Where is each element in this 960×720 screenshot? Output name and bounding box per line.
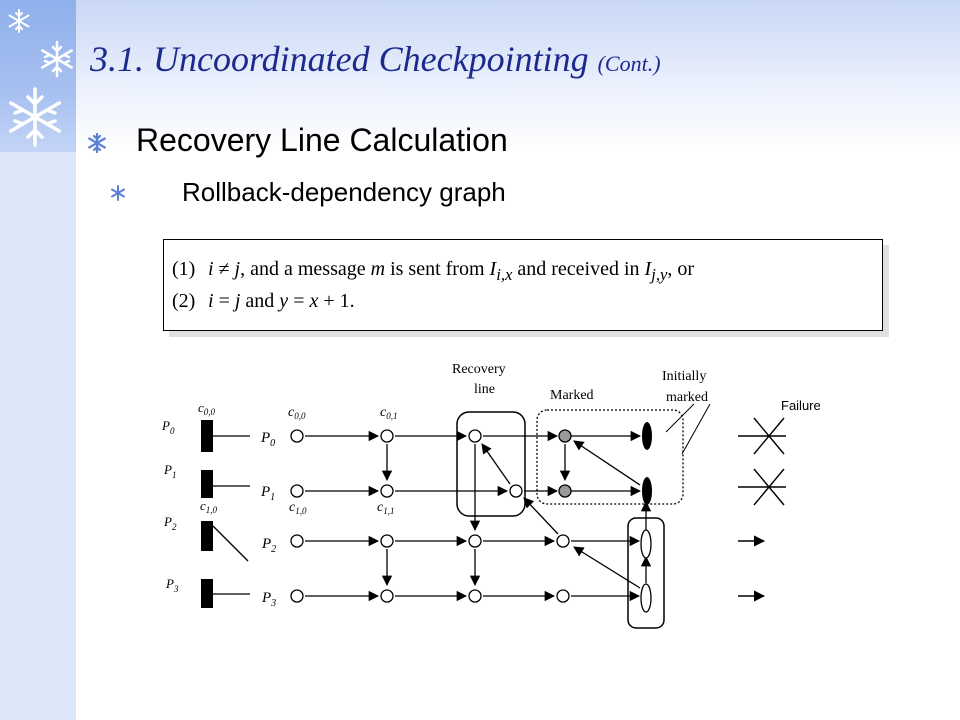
left-process-label: P3 bbox=[165, 576, 179, 594]
rule-2-j: j bbox=[234, 290, 241, 312]
title-main: 3.1. Uncoordinated Checkpointing bbox=[90, 39, 589, 79]
rule-2-y: y bbox=[279, 290, 289, 312]
rule-1-text-a: , and a message bbox=[240, 258, 371, 280]
recovery-line-label: Recovery bbox=[452, 362, 506, 377]
marked-node bbox=[558, 484, 572, 498]
checkpoint-label: c0,1 bbox=[380, 405, 397, 421]
checkpoint-node bbox=[290, 429, 304, 443]
rule-2-eq2: = bbox=[288, 290, 310, 312]
rule-1-j: j bbox=[234, 258, 241, 280]
snowflake-icon bbox=[9, 87, 61, 147]
checkpoint-node bbox=[509, 484, 523, 498]
message-line bbox=[212, 525, 249, 562]
rule-1-i: i bbox=[208, 258, 214, 280]
callout-line bbox=[665, 403, 695, 433]
checkpoint-label: c1,0 bbox=[289, 500, 307, 516]
rule-2-i: i bbox=[208, 290, 214, 312]
rule-2-and: and bbox=[240, 290, 280, 312]
process-label: P0 bbox=[260, 430, 275, 449]
initially-marked-node bbox=[640, 583, 652, 613]
checkpoint-bar bbox=[201, 579, 213, 608]
snowflake-bullet-icon bbox=[88, 132, 106, 154]
checkpoint-node bbox=[380, 429, 394, 443]
failure-cross bbox=[753, 417, 785, 455]
initially-marked-node bbox=[640, 529, 652, 559]
rule-1-neq: ≠ bbox=[213, 258, 235, 280]
rule-1-text-b: is sent from bbox=[385, 258, 490, 280]
rule-1-text-c: and received in bbox=[512, 258, 645, 280]
callout-line bbox=[681, 403, 711, 455]
rule-1-interval-from: I bbox=[489, 258, 497, 280]
rule-2-text-end: + 1. bbox=[318, 290, 355, 312]
checkpoint-node bbox=[468, 534, 482, 548]
initially-marked-label: marked bbox=[666, 390, 708, 405]
marked-label: Marked bbox=[550, 388, 594, 403]
asterisk-bullet-icon bbox=[111, 185, 125, 201]
left-timelines: P0 P1 P2 P3 c0,0 c1,0 bbox=[161, 400, 250, 608]
checkpoint-bar bbox=[201, 420, 213, 452]
failure-markers bbox=[738, 417, 786, 602]
left-checkpoint-label: c1,0 bbox=[200, 498, 218, 515]
rule-definition-box: (1)i ≠ j, and a message m is sent from I… bbox=[163, 239, 883, 331]
process-label: P1 bbox=[260, 484, 275, 503]
left-process-label: P2 bbox=[163, 514, 177, 532]
checkpoint-node bbox=[380, 484, 394, 498]
checkpoint-label: c1,1 bbox=[377, 500, 394, 516]
checkpoint-node bbox=[290, 534, 304, 548]
dependency-edge bbox=[523, 497, 559, 535]
initially-marked-node bbox=[642, 422, 652, 450]
rule-2: (2) i = j and y = x + 1. bbox=[172, 290, 355, 313]
left-process-label: P0 bbox=[161, 418, 175, 436]
checkpoint-node bbox=[290, 589, 304, 603]
bullet-level2-text: Rollback-dependency graph bbox=[182, 177, 506, 207]
rule-1-text-end: , or bbox=[667, 258, 695, 280]
rule-1-m: m bbox=[370, 258, 386, 280]
process-label: P2 bbox=[261, 536, 276, 555]
checkpoint-node bbox=[380, 589, 394, 603]
checkpoint-node bbox=[556, 589, 570, 603]
dependency-edges bbox=[381, 440, 652, 589]
checkpoint-bar bbox=[201, 521, 213, 551]
header-background bbox=[0, 0, 960, 150]
marked-node bbox=[558, 429, 572, 443]
snowflake-icon bbox=[41, 40, 73, 78]
process-label: P3 bbox=[261, 590, 276, 609]
recovery-line-label: line bbox=[474, 382, 495, 397]
title-suffix: (Cont.) bbox=[597, 51, 661, 76]
rule-2-number: (2) bbox=[172, 290, 196, 312]
left-process-label: P1 bbox=[163, 462, 176, 480]
initially-marked-label: Initially bbox=[662, 369, 706, 384]
checkpoint-node bbox=[468, 429, 482, 443]
rule-1-number: (1) bbox=[172, 258, 196, 280]
checkpoint-bar bbox=[201, 470, 213, 498]
initially-marked-node bbox=[642, 477, 652, 505]
dependency-edge bbox=[573, 440, 641, 486]
process-rows bbox=[305, 430, 642, 602]
marked-box bbox=[536, 409, 684, 505]
checkpoint-node bbox=[290, 484, 304, 498]
rule-2-eq: = bbox=[213, 290, 235, 312]
recovery-line-box bbox=[456, 411, 526, 517]
bullet-level1-text: Recovery Line Calculation bbox=[136, 122, 508, 158]
rule-1: (1) i ≠ j, and a message m is sent from I… bbox=[172, 258, 694, 285]
annotations: Recovery line Marked Initially marked Fa… bbox=[452, 362, 821, 413]
snowflake-icon bbox=[8, 9, 30, 33]
rule-1-interval-to: I bbox=[644, 258, 652, 280]
rule-2-x: x bbox=[309, 290, 319, 312]
checkpoint-node bbox=[556, 534, 570, 548]
failure-label: Failure bbox=[781, 398, 821, 413]
dependency-edge bbox=[481, 443, 511, 485]
left-checkpoint-label: c0,0 bbox=[198, 400, 216, 417]
failure-cross bbox=[753, 468, 785, 506]
checkpoint-node bbox=[468, 589, 482, 603]
checkpoint-label: c0,0 bbox=[288, 405, 306, 421]
rule-1-interval-from-sub: i,x bbox=[496, 265, 513, 284]
checkpoint-nodes bbox=[290, 422, 652, 613]
rule-1-interval-to-sub: j,y bbox=[651, 265, 668, 284]
main-process-labels: P0 P1 P2 P3 c0,0 c0,1 c1,0 c1,1 bbox=[260, 405, 397, 609]
dependency-edge bbox=[573, 546, 641, 589]
checkpoint-node bbox=[380, 534, 394, 548]
page-title: 3.1. Uncoordinated Checkpointing (Cont.) bbox=[90, 38, 661, 80]
